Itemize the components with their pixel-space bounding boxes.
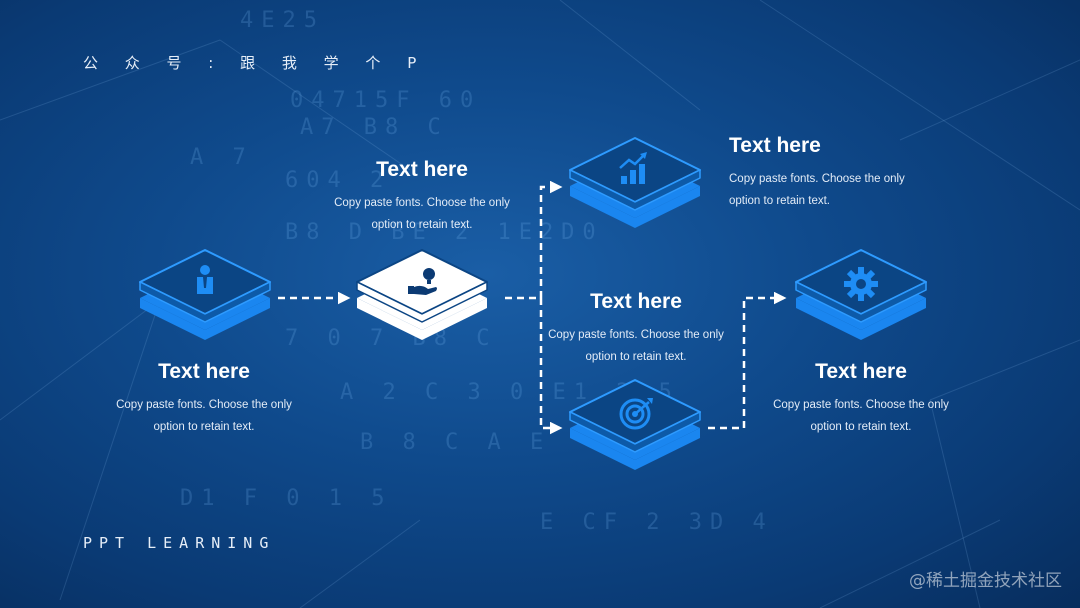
block-title: Text here [729,134,821,157]
background-glyphs: 7 0 7 B8 C [285,326,498,351]
tile-person [139,249,271,341]
block-body: Copy paste fonts. Choose the only option… [116,399,292,433]
bar-chart-icon [619,152,647,184]
background-glyphs: D1 F 0 1 5 [180,486,393,511]
block-gear: Text here Copy paste fonts. Choose the o… [761,360,961,438]
background-glyphs: A7 B8 C [300,115,449,140]
gear-icon [844,267,878,301]
target-icon [619,398,653,430]
background-glyphs: E CF 2 3D 4 [540,510,774,535]
block-person: Text here Copy paste fonts. Choose the o… [104,360,304,438]
connectors [278,180,787,435]
block-title: Text here [158,360,250,383]
watermark: @稀土掘金技术社区 [909,571,1062,591]
footer-text: PPT LEARNING [83,534,276,552]
background-glyphs: B8 D BE 2 1E2D0 [285,220,604,245]
block-target: Text here Copy paste fonts. Choose the o… [536,290,736,368]
tile-target [569,379,701,471]
background-glyphs: 604 2 [285,168,392,193]
header-text: 公 众 号 : 跟 我 学 个 P [83,54,428,72]
tile-chart [569,137,701,229]
background-glyphs: 4E25 [240,8,325,33]
block-body: Copy paste fonts. Choose the only option… [548,329,724,363]
block-idea: Text here Copy paste fonts. Choose the o… [322,158,522,236]
connector-branch-chart [539,180,563,298]
block-title: Text here [815,360,907,383]
block-body: Copy paste fonts. Choose the only option… [334,197,510,231]
block-body: Copy paste fonts. Choose the only option… [773,399,949,433]
block-title: Text here [376,158,468,181]
tile-idea [356,249,488,341]
connector-target-gear [708,291,787,430]
background-glyphs: 04715F 60 [290,88,482,113]
block-chart: Text here Copy paste fonts. Choose the o… [729,134,929,212]
block-body: Copy paste fonts. Choose the only option… [729,173,905,207]
block-title: Text here [590,290,682,313]
lightbulb-hand-icon [408,268,437,295]
background-glyphs: B 8 C A E [360,430,552,455]
tile-gear [795,249,927,341]
person-icon [197,265,213,294]
background-glyphs: A 7 [190,145,254,170]
